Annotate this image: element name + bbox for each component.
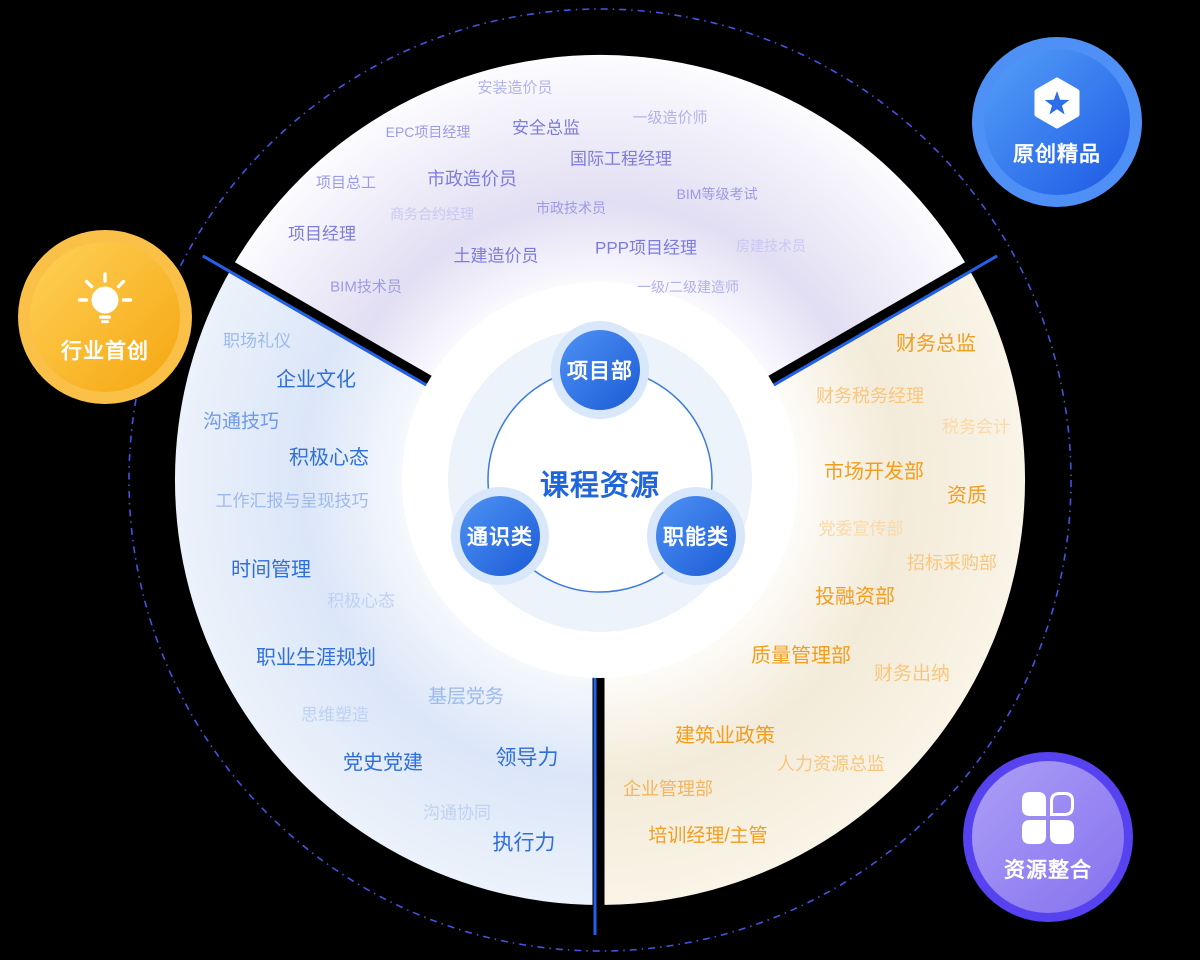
- divider-gap: [759, 254, 985, 392]
- badge-industry-first-face: 行业首创: [30, 242, 180, 392]
- keyword-functional: 市场开发部: [824, 461, 924, 483]
- star-hexagon-icon: [1031, 77, 1083, 129]
- keyword-general: 工作汇报与呈现技巧: [215, 491, 369, 511]
- keyword-general: 积极心态: [289, 447, 369, 469]
- node-label-general: 通识类: [467, 526, 533, 549]
- keyword-functional: 招标采购部: [907, 553, 997, 573]
- keyword-general: 时间管理: [231, 559, 311, 581]
- keyword-functional: 财务税务经理: [816, 386, 924, 406]
- keyword-functional: 财务出纳: [873, 663, 951, 685]
- keyword-general: 执行力: [492, 831, 556, 855]
- node-label-project: 项目部: [567, 360, 633, 383]
- keyword-project: 一级/二级建造师: [637, 279, 739, 295]
- keyword-project: 土建造价员: [453, 246, 539, 266]
- lightbulb-icon: [77, 270, 133, 326]
- keyword-general: 职业生涯规划: [256, 647, 376, 669]
- keyword-project: 国际工程经理: [570, 149, 672, 169]
- keyword-project: 市政技术员: [536, 200, 606, 216]
- keyword-functional: 建筑业政策: [675, 725, 775, 747]
- badge-original-premium-face: 原创精品: [984, 49, 1130, 195]
- keyword-general: 领导力: [495, 746, 559, 770]
- keyword-project: 安装造价员: [477, 79, 553, 97]
- keyword-functional: 党委宣传部: [818, 519, 904, 539]
- keyword-functional: 税务会计: [942, 417, 1010, 437]
- center-title: 课程资源: [539, 470, 661, 502]
- node-circle-general: [460, 496, 540, 576]
- node-circle-functional: [656, 496, 736, 576]
- keyword-functional: 投融资部: [815, 586, 895, 608]
- divider-line-right: [770, 254, 998, 388]
- keyword-project: 一级造价师: [632, 109, 708, 127]
- badge-original-premium-label: 原创精品: [1013, 142, 1101, 166]
- keyword-general: 党史党建: [343, 752, 423, 774]
- keyword-functional: 资质: [947, 485, 987, 507]
- keyword-functional: 人力资源总监: [777, 754, 885, 774]
- outer-dashed-ring: [128, 8, 1072, 952]
- keyword-project: 商务合约经理: [390, 206, 474, 222]
- badge-industry-first: 行业首创: [18, 230, 192, 404]
- keyword-general: 基层党务: [427, 686, 505, 708]
- keyword-project: PPP项目经理: [594, 238, 698, 258]
- keyword-general: 思维塑造: [301, 705, 369, 725]
- node-circle-project: [560, 330, 640, 410]
- badge-industry-first-label: 行业首创: [61, 339, 149, 363]
- keyword-general: 企业文化: [276, 369, 356, 391]
- keyword-project: BIM等级考试: [676, 186, 758, 202]
- keyword-project: BIM技术员: [330, 278, 402, 296]
- clover-icon: [1021, 791, 1075, 845]
- node-label-functional: 职能类: [663, 526, 729, 549]
- keyword-functional: 财务总监: [896, 333, 976, 355]
- badge-resource-integration-face: 资源整合: [972, 761, 1124, 913]
- keyword-project: 安全总监: [512, 118, 580, 138]
- keyword-general: 沟通协同: [423, 803, 491, 823]
- keyword-project: 房建技术员: [736, 238, 806, 254]
- keyword-general: 积极心态: [327, 591, 395, 611]
- badge-resource-integration: 资源整合: [963, 752, 1133, 922]
- divider-line-left: [202, 254, 430, 388]
- keyword-functional: 企业管理部: [623, 779, 713, 799]
- badge-resource-integration-label: 资源整合: [1004, 858, 1092, 882]
- keyword-project: 项目经理: [288, 224, 356, 244]
- keyword-project: 项目总工: [315, 174, 377, 192]
- keyword-functional: 培训经理/主管: [648, 825, 768, 847]
- badge-original-premium: 原创精品: [972, 37, 1142, 207]
- keyword-general: 职场礼仪: [223, 331, 291, 351]
- keyword-project: 市政造价员: [427, 169, 517, 189]
- keyword-project: EPC项目经理: [385, 124, 471, 140]
- divider-gap: [215, 254, 441, 392]
- keyword-functional: 质量管理部: [751, 645, 851, 667]
- keyword-general: 沟通技巧: [202, 411, 280, 433]
